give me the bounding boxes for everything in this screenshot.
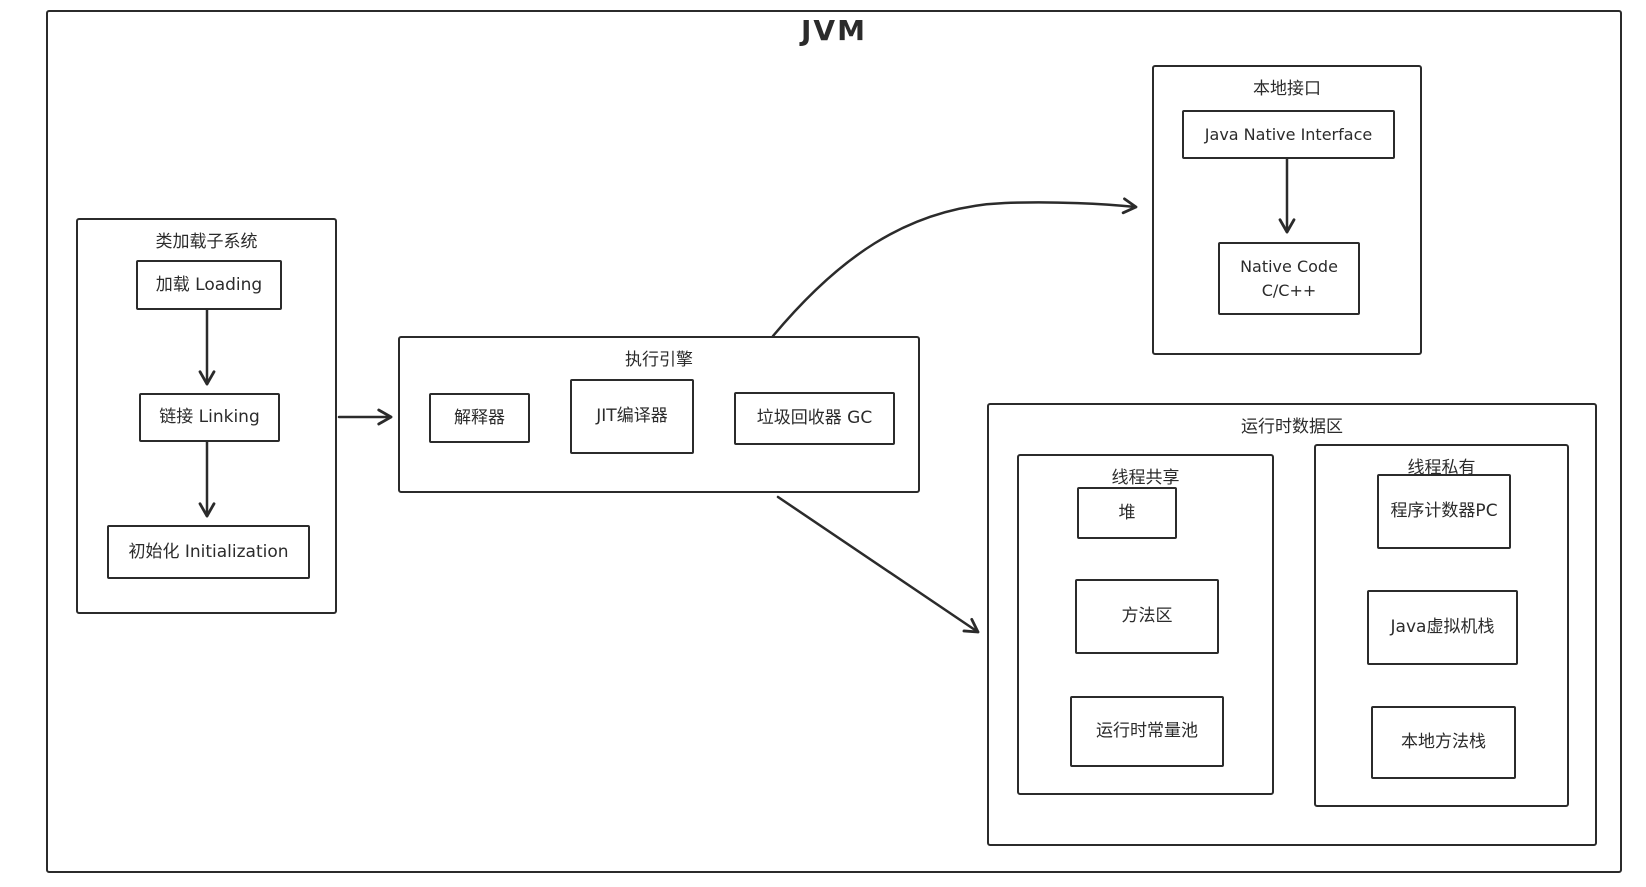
- node-jni: Java Native Interface: [1182, 110, 1395, 159]
- native-interface-title: 本地接口: [1253, 79, 1321, 99]
- node-native-code-line1: Native Code: [1240, 257, 1338, 277]
- node-initialization-label: 初始化 Initialization: [128, 541, 289, 562]
- node-interpreter: 解释器: [429, 393, 530, 443]
- diagram-title: JVM: [801, 14, 867, 47]
- node-native-code-line2: C/C++: [1261, 280, 1317, 300]
- node-native-method-stack-label: 本地方法栈: [1401, 732, 1486, 753]
- jvm-outer-frame: [46, 10, 1622, 873]
- node-runtime-constant-pool: 运行时常量池: [1070, 696, 1224, 767]
- node-heap: 堆: [1077, 487, 1177, 539]
- node-jvm-stack: Java虚拟机栈: [1367, 590, 1518, 665]
- node-heap-label: 堆: [1118, 502, 1136, 523]
- node-garbage-collector-label: 垃圾回收器 GC: [756, 408, 873, 429]
- node-native-method-stack: 本地方法栈: [1371, 706, 1516, 779]
- thread-shared-group: 线程共享 堆 方法区 运行时常量池: [1017, 454, 1274, 795]
- thread-private-title: 线程私有: [1407, 458, 1476, 478]
- node-method-area-label: 方法区: [1121, 606, 1173, 627]
- node-jit-compiler: JIT编译器: [570, 379, 694, 454]
- node-linking-label: 链接 Linking: [159, 407, 260, 428]
- node-interpreter-label: 解释器: [454, 407, 505, 428]
- node-runtime-constant-pool-label: 运行时常量池: [1096, 721, 1198, 742]
- class-loader-subsystem-group: 类加载子系统 加载 Loading 链接 Linking 初始化 Initial…: [76, 218, 337, 614]
- class-loader-subsystem-title: 类加载子系统: [155, 232, 258, 252]
- native-interface-group: 本地接口 Java Native Interface Native Code C…: [1152, 65, 1422, 355]
- node-jit-compiler-label: JIT编译器: [596, 406, 668, 427]
- thread-private-group: 线程私有 程序计数器PC Java虚拟机栈 本地方法栈: [1314, 444, 1569, 807]
- node-jni-label: Java Native Interface: [1204, 124, 1373, 144]
- node-native-code: Native Code C/C++: [1218, 242, 1360, 315]
- thread-shared-title: 线程共享: [1111, 468, 1180, 488]
- node-pc-register-label: 程序计数器PC: [1390, 501, 1498, 522]
- runtime-data-area-title: 运行时数据区: [1241, 417, 1343, 437]
- node-method-area: 方法区: [1075, 579, 1219, 654]
- node-loading: 加载 Loading: [136, 260, 282, 310]
- node-initialization: 初始化 Initialization: [107, 525, 310, 579]
- node-jvm-stack-label: Java虚拟机栈: [1390, 617, 1495, 638]
- node-loading-label: 加载 Loading: [155, 274, 263, 295]
- node-pc-register: 程序计数器PC: [1377, 474, 1511, 549]
- node-linking: 链接 Linking: [139, 393, 280, 442]
- execution-engine-title: 执行引擎: [625, 350, 693, 370]
- execution-engine-group: 执行引擎 解释器 JIT编译器 垃圾回收器 GC: [398, 336, 920, 493]
- runtime-data-area-group: 运行时数据区 线程共享 堆 方法区 运行时常量池 线程私有 程序计数器PC Ja…: [987, 403, 1597, 846]
- node-garbage-collector: 垃圾回收器 GC: [734, 392, 895, 445]
